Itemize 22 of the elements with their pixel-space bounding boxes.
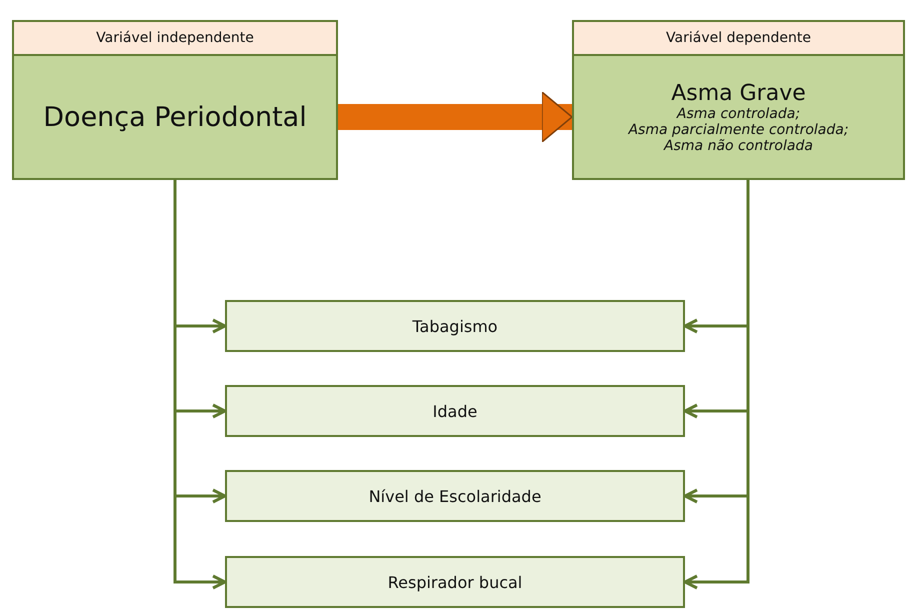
connector-arrow xyxy=(684,180,750,590)
covariate-box xyxy=(225,470,685,522)
covariate-box xyxy=(225,300,685,352)
variable-category: Asma parcialmente controlada; xyxy=(628,122,849,138)
covariate-box xyxy=(225,556,685,608)
header-band xyxy=(572,20,905,56)
box-label: Variável dependente xyxy=(666,30,811,46)
variable-box xyxy=(572,54,905,180)
covariate-box xyxy=(225,385,685,437)
box-label: Idade xyxy=(432,402,478,420)
variable-title: Asma Grave xyxy=(671,80,806,106)
variable-category: Asma não controlada xyxy=(664,138,813,154)
header-band xyxy=(12,20,338,56)
connector-arrow xyxy=(174,180,226,590)
variable-box xyxy=(12,54,338,180)
thick-arrow xyxy=(338,91,573,143)
box-label: Nível de Escolaridade xyxy=(368,486,542,506)
box-label: Variável independente xyxy=(96,30,254,46)
box-label: Respirador bucal xyxy=(388,572,522,592)
box-label: Tabagismo xyxy=(412,316,498,336)
variable-category: Asma controlada; xyxy=(676,106,800,122)
variable-title: Doença Periodontal xyxy=(43,102,307,132)
